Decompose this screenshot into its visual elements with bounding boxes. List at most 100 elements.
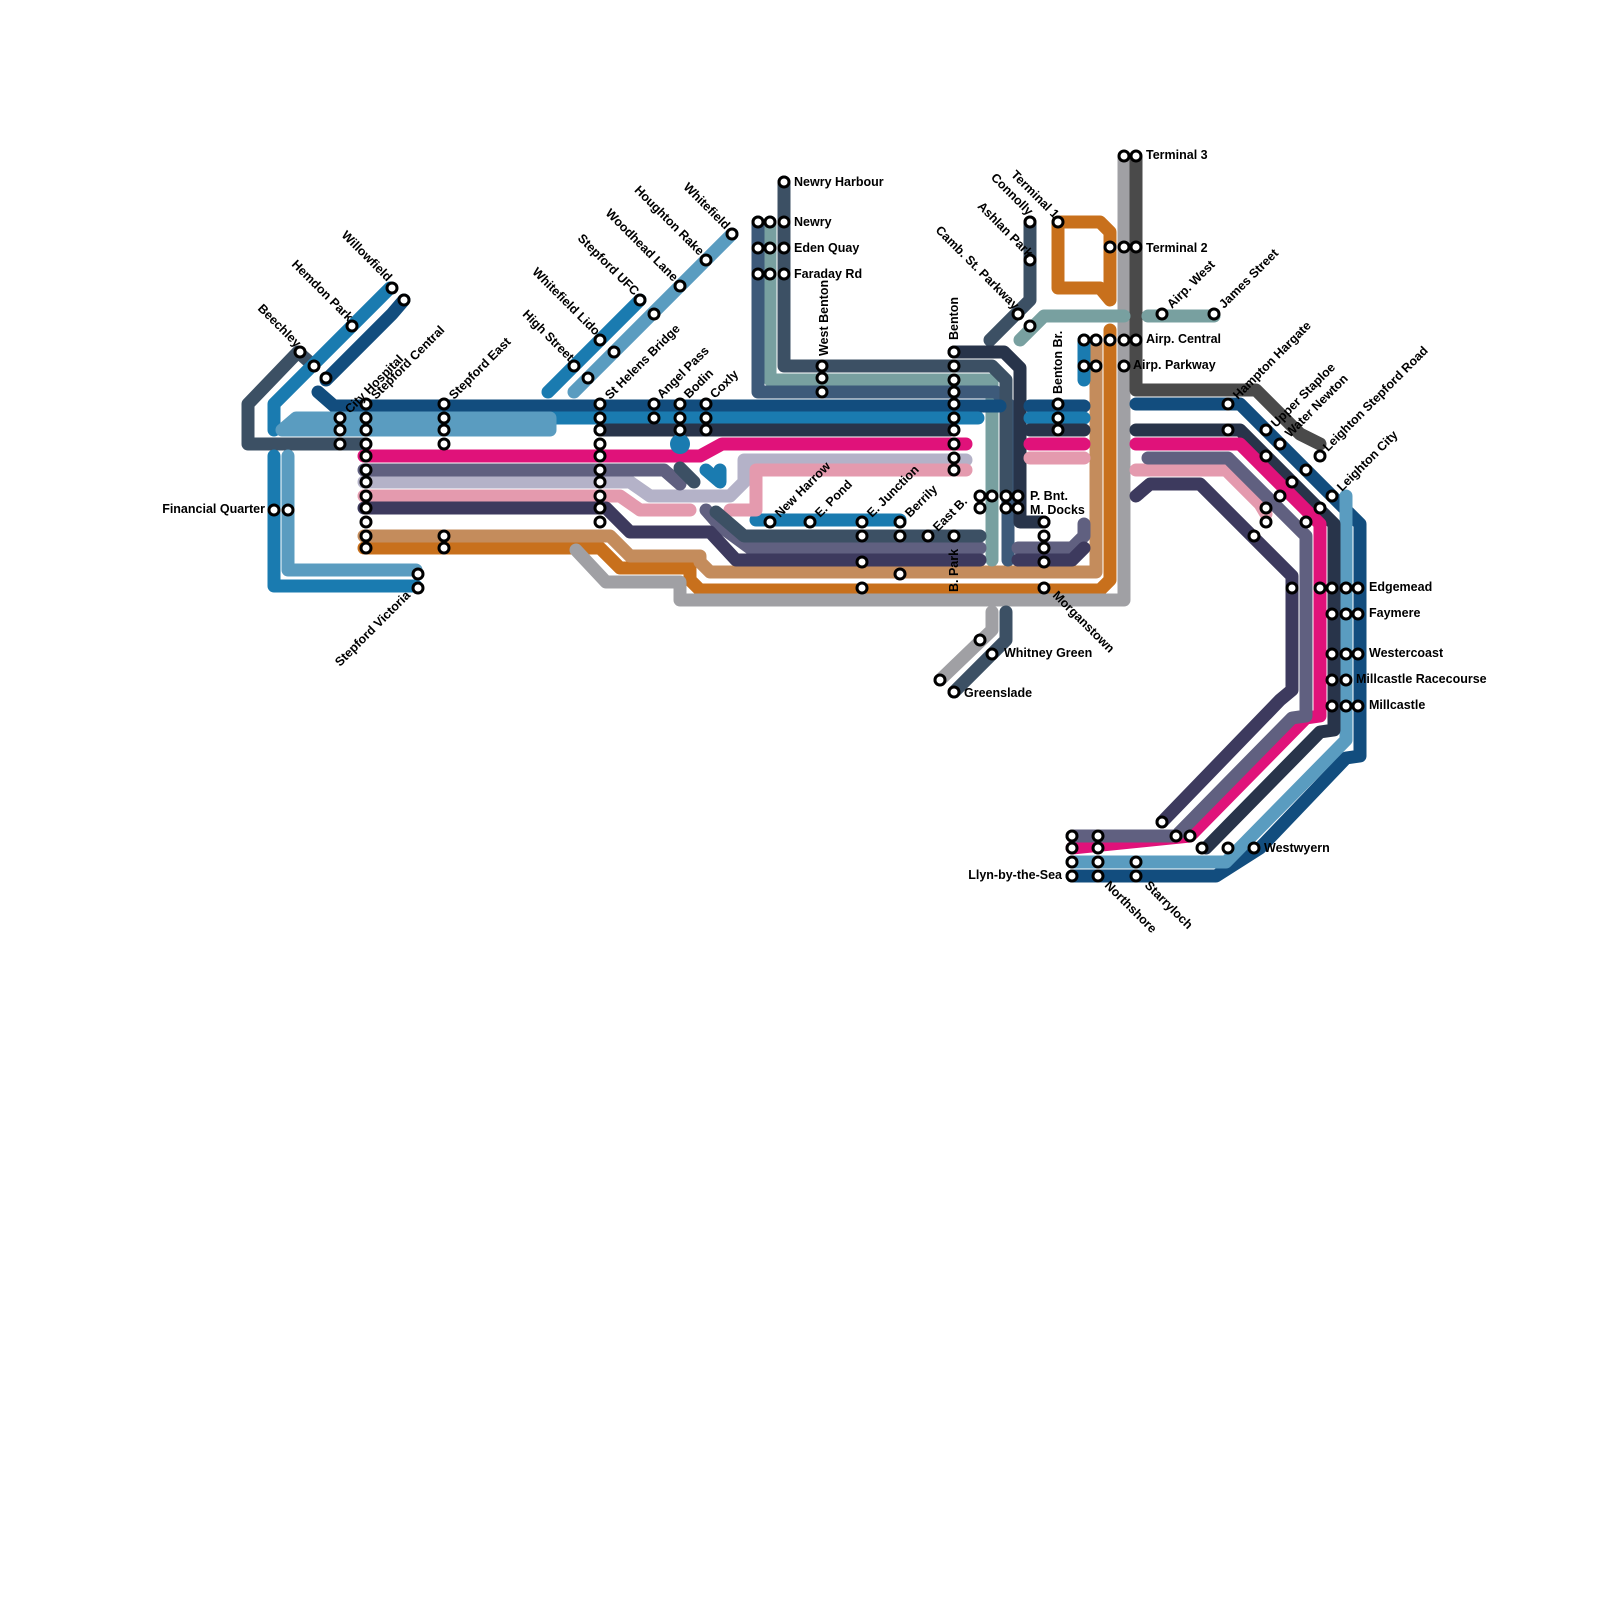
station-marker[interactable] xyxy=(593,397,607,411)
station-marker[interactable] xyxy=(359,411,373,425)
station-marker[interactable] xyxy=(1011,307,1025,321)
station-marker[interactable] xyxy=(973,501,987,515)
label-east-b[interactable]: East B. xyxy=(930,494,970,534)
label-willowfield[interactable]: Willowfield xyxy=(339,228,395,284)
label-newry-harbour[interactable]: Newry Harbour xyxy=(794,175,884,189)
station-marker[interactable] xyxy=(855,515,869,529)
station-marker[interactable] xyxy=(673,423,687,437)
station-marker[interactable] xyxy=(1089,359,1103,373)
station-marker[interactable] xyxy=(1259,449,1273,463)
station-marker[interactable] xyxy=(763,515,777,529)
label-m-docks[interactable]: M. Docks xyxy=(1030,503,1085,517)
station-marker[interactable] xyxy=(1313,581,1327,595)
station-marker[interactable] xyxy=(1077,359,1091,373)
station-marker[interactable] xyxy=(1103,333,1117,347)
label-p-bnt[interactable]: P. Bnt. xyxy=(1030,489,1068,503)
label-eden-quay[interactable]: Eden Quay xyxy=(794,241,859,255)
station-marker[interactable] xyxy=(947,529,961,543)
station-marker[interactable] xyxy=(359,541,373,555)
station-marker[interactable] xyxy=(1065,869,1079,883)
station-marker[interactable] xyxy=(593,333,607,347)
station-marker[interactable] xyxy=(1117,149,1131,163)
station-marker[interactable] xyxy=(1273,489,1287,503)
station-marker[interactable] xyxy=(359,489,373,503)
label-high-street[interactable]: High Street xyxy=(520,307,578,365)
station-marker[interactable] xyxy=(1339,673,1353,687)
station-marker[interactable] xyxy=(1011,501,1025,515)
station-marker[interactable] xyxy=(359,449,373,463)
label-faymere[interactable]: Faymere xyxy=(1369,606,1420,620)
station-marker[interactable] xyxy=(411,581,425,595)
station-marker[interactable] xyxy=(1259,423,1273,437)
station-marker[interactable] xyxy=(1351,607,1365,621)
station-marker[interactable] xyxy=(763,241,777,255)
station-marker[interactable] xyxy=(973,633,987,647)
station-marker[interactable] xyxy=(359,529,373,543)
label-leighton-stepford-road[interactable]: Leighton Stepford Road xyxy=(1320,344,1431,455)
station-marker[interactable] xyxy=(1339,647,1353,661)
station-marker[interactable] xyxy=(1247,529,1261,543)
station-marker[interactable] xyxy=(1325,581,1339,595)
station-marker[interactable] xyxy=(855,529,869,543)
station-marker[interactable] xyxy=(947,397,961,411)
station-marker[interactable] xyxy=(699,411,713,425)
station-marker[interactable] xyxy=(1325,607,1339,621)
label-stepford-victoria[interactable]: Stepford Victoria xyxy=(332,587,414,669)
station-marker[interactable] xyxy=(1129,149,1143,163)
label-coxly[interactable]: Coxly xyxy=(707,367,741,401)
station-marker[interactable] xyxy=(345,319,359,333)
station-marker[interactable] xyxy=(1351,581,1365,595)
station-marker[interactable] xyxy=(947,685,961,699)
station-marker[interactable] xyxy=(1155,307,1169,321)
station-marker[interactable] xyxy=(437,437,451,451)
station-marker[interactable] xyxy=(1065,841,1079,855)
station-marker[interactable] xyxy=(647,307,661,321)
station-marker[interactable] xyxy=(1091,829,1105,843)
station-marker[interactable] xyxy=(947,345,961,359)
station-marker[interactable] xyxy=(1285,475,1299,489)
station-marker[interactable] xyxy=(999,501,1013,515)
station-marker[interactable] xyxy=(1051,411,1065,425)
station-marker[interactable] xyxy=(777,175,791,189)
label-llyn-by-the-sea[interactable]: Llyn-by-the-Sea xyxy=(968,868,1063,882)
label-westwyern[interactable]: Westwyern xyxy=(1264,841,1330,855)
station-marker[interactable] xyxy=(947,385,961,399)
station-marker[interactable] xyxy=(293,345,307,359)
station-marker[interactable] xyxy=(1023,215,1037,229)
station-marker[interactable] xyxy=(855,581,869,595)
station-marker[interactable] xyxy=(1195,841,1209,855)
station-marker[interactable] xyxy=(893,567,907,581)
station-marker[interactable] xyxy=(1037,541,1051,555)
station-marker[interactable] xyxy=(633,293,647,307)
station-marker[interactable] xyxy=(947,359,961,373)
station-marker[interactable] xyxy=(1037,581,1051,595)
station-marker[interactable] xyxy=(673,411,687,425)
station-marker[interactable] xyxy=(593,463,607,477)
station-marker[interactable] xyxy=(751,215,765,229)
label-airp-parkway[interactable]: Airp. Parkway xyxy=(1133,358,1216,372)
station-marker[interactable] xyxy=(1129,333,1143,347)
station-marker[interactable] xyxy=(319,371,333,385)
station-marker[interactable] xyxy=(359,475,373,489)
station-marker[interactable] xyxy=(947,373,961,387)
label-james-street[interactable]: James Street xyxy=(1216,246,1282,312)
station-marker[interactable] xyxy=(803,515,817,529)
station-marker[interactable] xyxy=(581,371,595,385)
station-marker[interactable] xyxy=(751,267,765,281)
station-marker[interactable] xyxy=(593,515,607,529)
station-marker[interactable] xyxy=(1339,699,1353,713)
station-marker[interactable] xyxy=(1129,240,1143,254)
station-marker[interactable] xyxy=(1207,307,1221,321)
label-financial-quarter[interactable]: Financial Quarter xyxy=(162,502,265,516)
station-marker[interactable] xyxy=(999,489,1013,503)
station-marker[interactable] xyxy=(1325,647,1339,661)
station-marker[interactable] xyxy=(763,267,777,281)
station-marker[interactable] xyxy=(1091,841,1105,855)
station-marker[interactable] xyxy=(411,567,425,581)
station-marker[interactable] xyxy=(307,359,321,373)
station-marker[interactable] xyxy=(1325,699,1339,713)
station-marker[interactable] xyxy=(855,555,869,569)
label-whitefield[interactable]: Whitefield xyxy=(681,180,733,232)
station-marker[interactable] xyxy=(333,411,347,425)
station-marker[interactable] xyxy=(397,293,411,307)
